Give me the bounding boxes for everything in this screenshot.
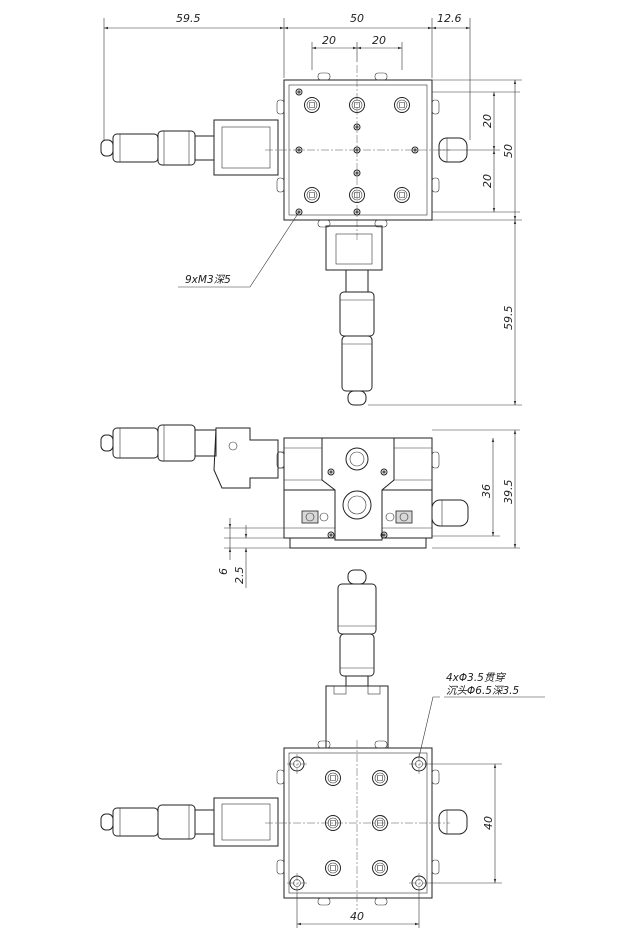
dim-2-5: 2.5 <box>233 567 246 585</box>
dim-36: 36 <box>480 484 493 498</box>
dim-12-6: 12.6 <box>437 12 462 25</box>
side-view: 36 39.5 6 2.5 <box>100 424 520 588</box>
side-dimensions: 36 39.5 6 2.5 <box>217 429 520 588</box>
dim-20-a: 20 <box>322 34 336 47</box>
counterbore-note-line1: 4xΦ3.5贯穿 <box>446 672 506 684</box>
bottom-dimensions: 40 40 <box>296 763 502 928</box>
bottom-micrometer-left <box>100 797 279 847</box>
top-view: 59.5 50 12.6 20 20 20 20 50 59.5 9xM3深5 <box>100 12 522 406</box>
dim-40-vertical: 40 <box>482 816 495 830</box>
corner-counterbores <box>287 754 429 893</box>
top-micrometer-left <box>100 119 279 176</box>
dim-50-height: 50 <box>502 144 515 158</box>
hole-note-9xm3: 9xM3深5 <box>185 274 231 286</box>
top-dimensions: 59.5 50 12.6 20 20 20 20 50 59.5 <box>103 12 522 406</box>
dim-39-5: 39.5 <box>502 480 515 505</box>
bottom-micrometer-top <box>325 569 389 749</box>
bottom-view: 4xΦ3.5贯穿 沉头Φ6.5深3.5 40 40 <box>100 569 545 928</box>
dim-20-vertical-a: 20 <box>481 114 494 128</box>
dim-59-5-top: 59.5 <box>176 12 201 25</box>
dim-20-vertical-b: 20 <box>481 174 494 188</box>
counterbore-note-line2: 沉头Φ6.5深3.5 <box>446 685 519 697</box>
dim-40-horizontal: 40 <box>350 910 364 923</box>
top-micrometer-bottom <box>325 225 383 406</box>
dim-6: 6 <box>217 568 230 575</box>
dim-20-b: 20 <box>372 34 386 47</box>
dim-50-width: 50 <box>350 12 364 25</box>
dim-59-5-vertical: 59.5 <box>502 306 515 331</box>
